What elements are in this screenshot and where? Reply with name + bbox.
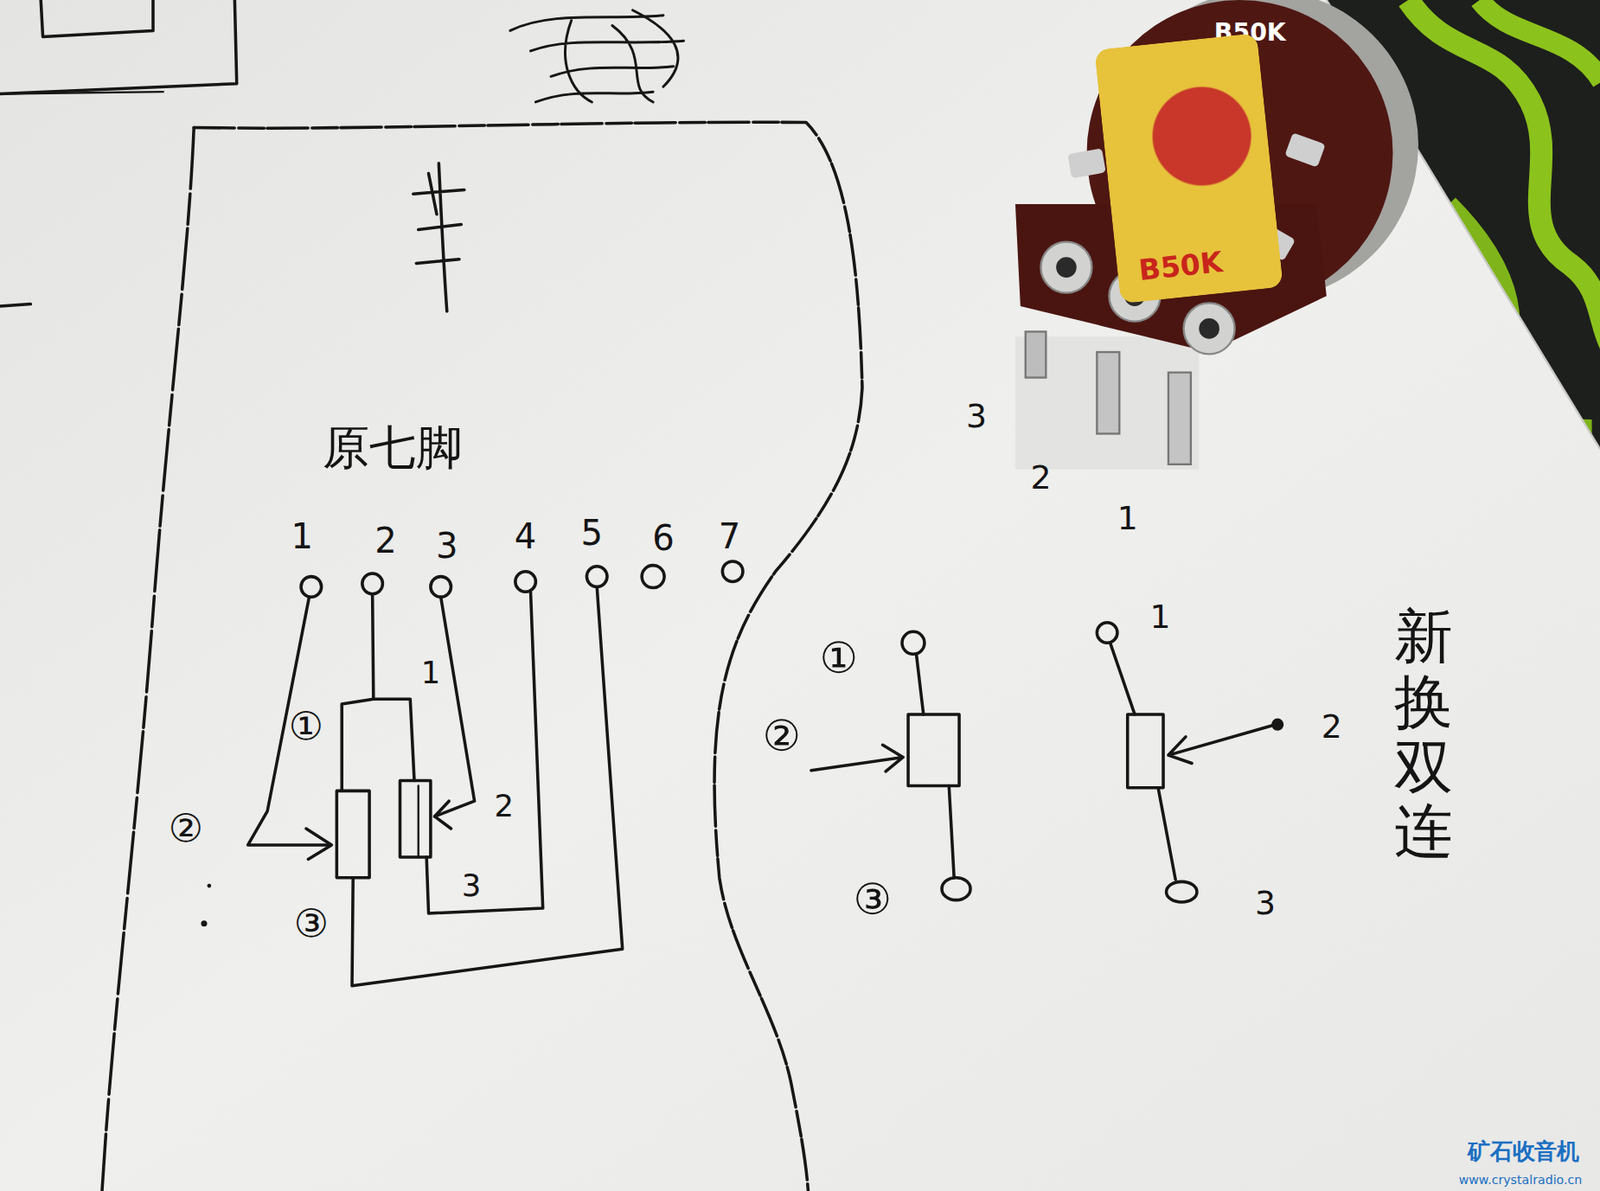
- pin-number: 7: [718, 518, 742, 553]
- rating-text: B50K: [1137, 248, 1224, 286]
- callout-number: ①: [819, 636, 858, 680]
- terminal-number: 3: [1254, 886, 1276, 920]
- pin-number: 2: [1030, 460, 1051, 494]
- scribble: [510, 10, 685, 103]
- watermark: www.crystalradio.cn: [1459, 1173, 1583, 1186]
- terminal-number: 3: [461, 870, 482, 901]
- callout-number: ③: [853, 878, 892, 922]
- paper-cut-outline: [193, 121, 863, 1191]
- doodle: [40, 0, 154, 37]
- vertical-note: 新换双连: [1394, 604, 1453, 865]
- potentiometer-body: B50KB50K: [1030, 7, 1368, 314]
- pin-number: 5: [581, 515, 604, 551]
- watermark: 矿石收音机: [1467, 1140, 1581, 1164]
- single-pot-schematic: [811, 622, 1276, 903]
- callout-number: ③: [294, 903, 329, 943]
- potentiometer-sticker: B50K: [1094, 32, 1284, 304]
- dual-pot-schematic: [248, 561, 743, 986]
- paper-cut-outline: [102, 127, 194, 1191]
- pin-number: 1: [1117, 501, 1139, 535]
- paper-edge: [0, 91, 164, 94]
- terminal-number: 2: [494, 790, 515, 821]
- callout-number: ①: [288, 707, 324, 747]
- callout-number: ②: [168, 809, 204, 849]
- pin-number: 3: [435, 528, 459, 564]
- heading-note: 原七脚: [322, 423, 464, 471]
- doodle: [413, 163, 465, 312]
- doodle: [0, 0, 237, 95]
- pin-number: 1: [290, 518, 314, 553]
- doodle: [0, 304, 31, 307]
- potentiometer-photo: [1015, 0, 1419, 470]
- terminal-number: 2: [1321, 710, 1343, 743]
- terminal-number: 1: [421, 658, 442, 689]
- terminal-number: 1: [1149, 600, 1171, 634]
- pin-number: 2: [374, 523, 397, 558]
- pin-number: 4: [514, 518, 538, 553]
- pin-number: 3: [966, 400, 987, 434]
- pin-number: 6: [652, 520, 675, 556]
- callout-number: ②: [762, 715, 801, 759]
